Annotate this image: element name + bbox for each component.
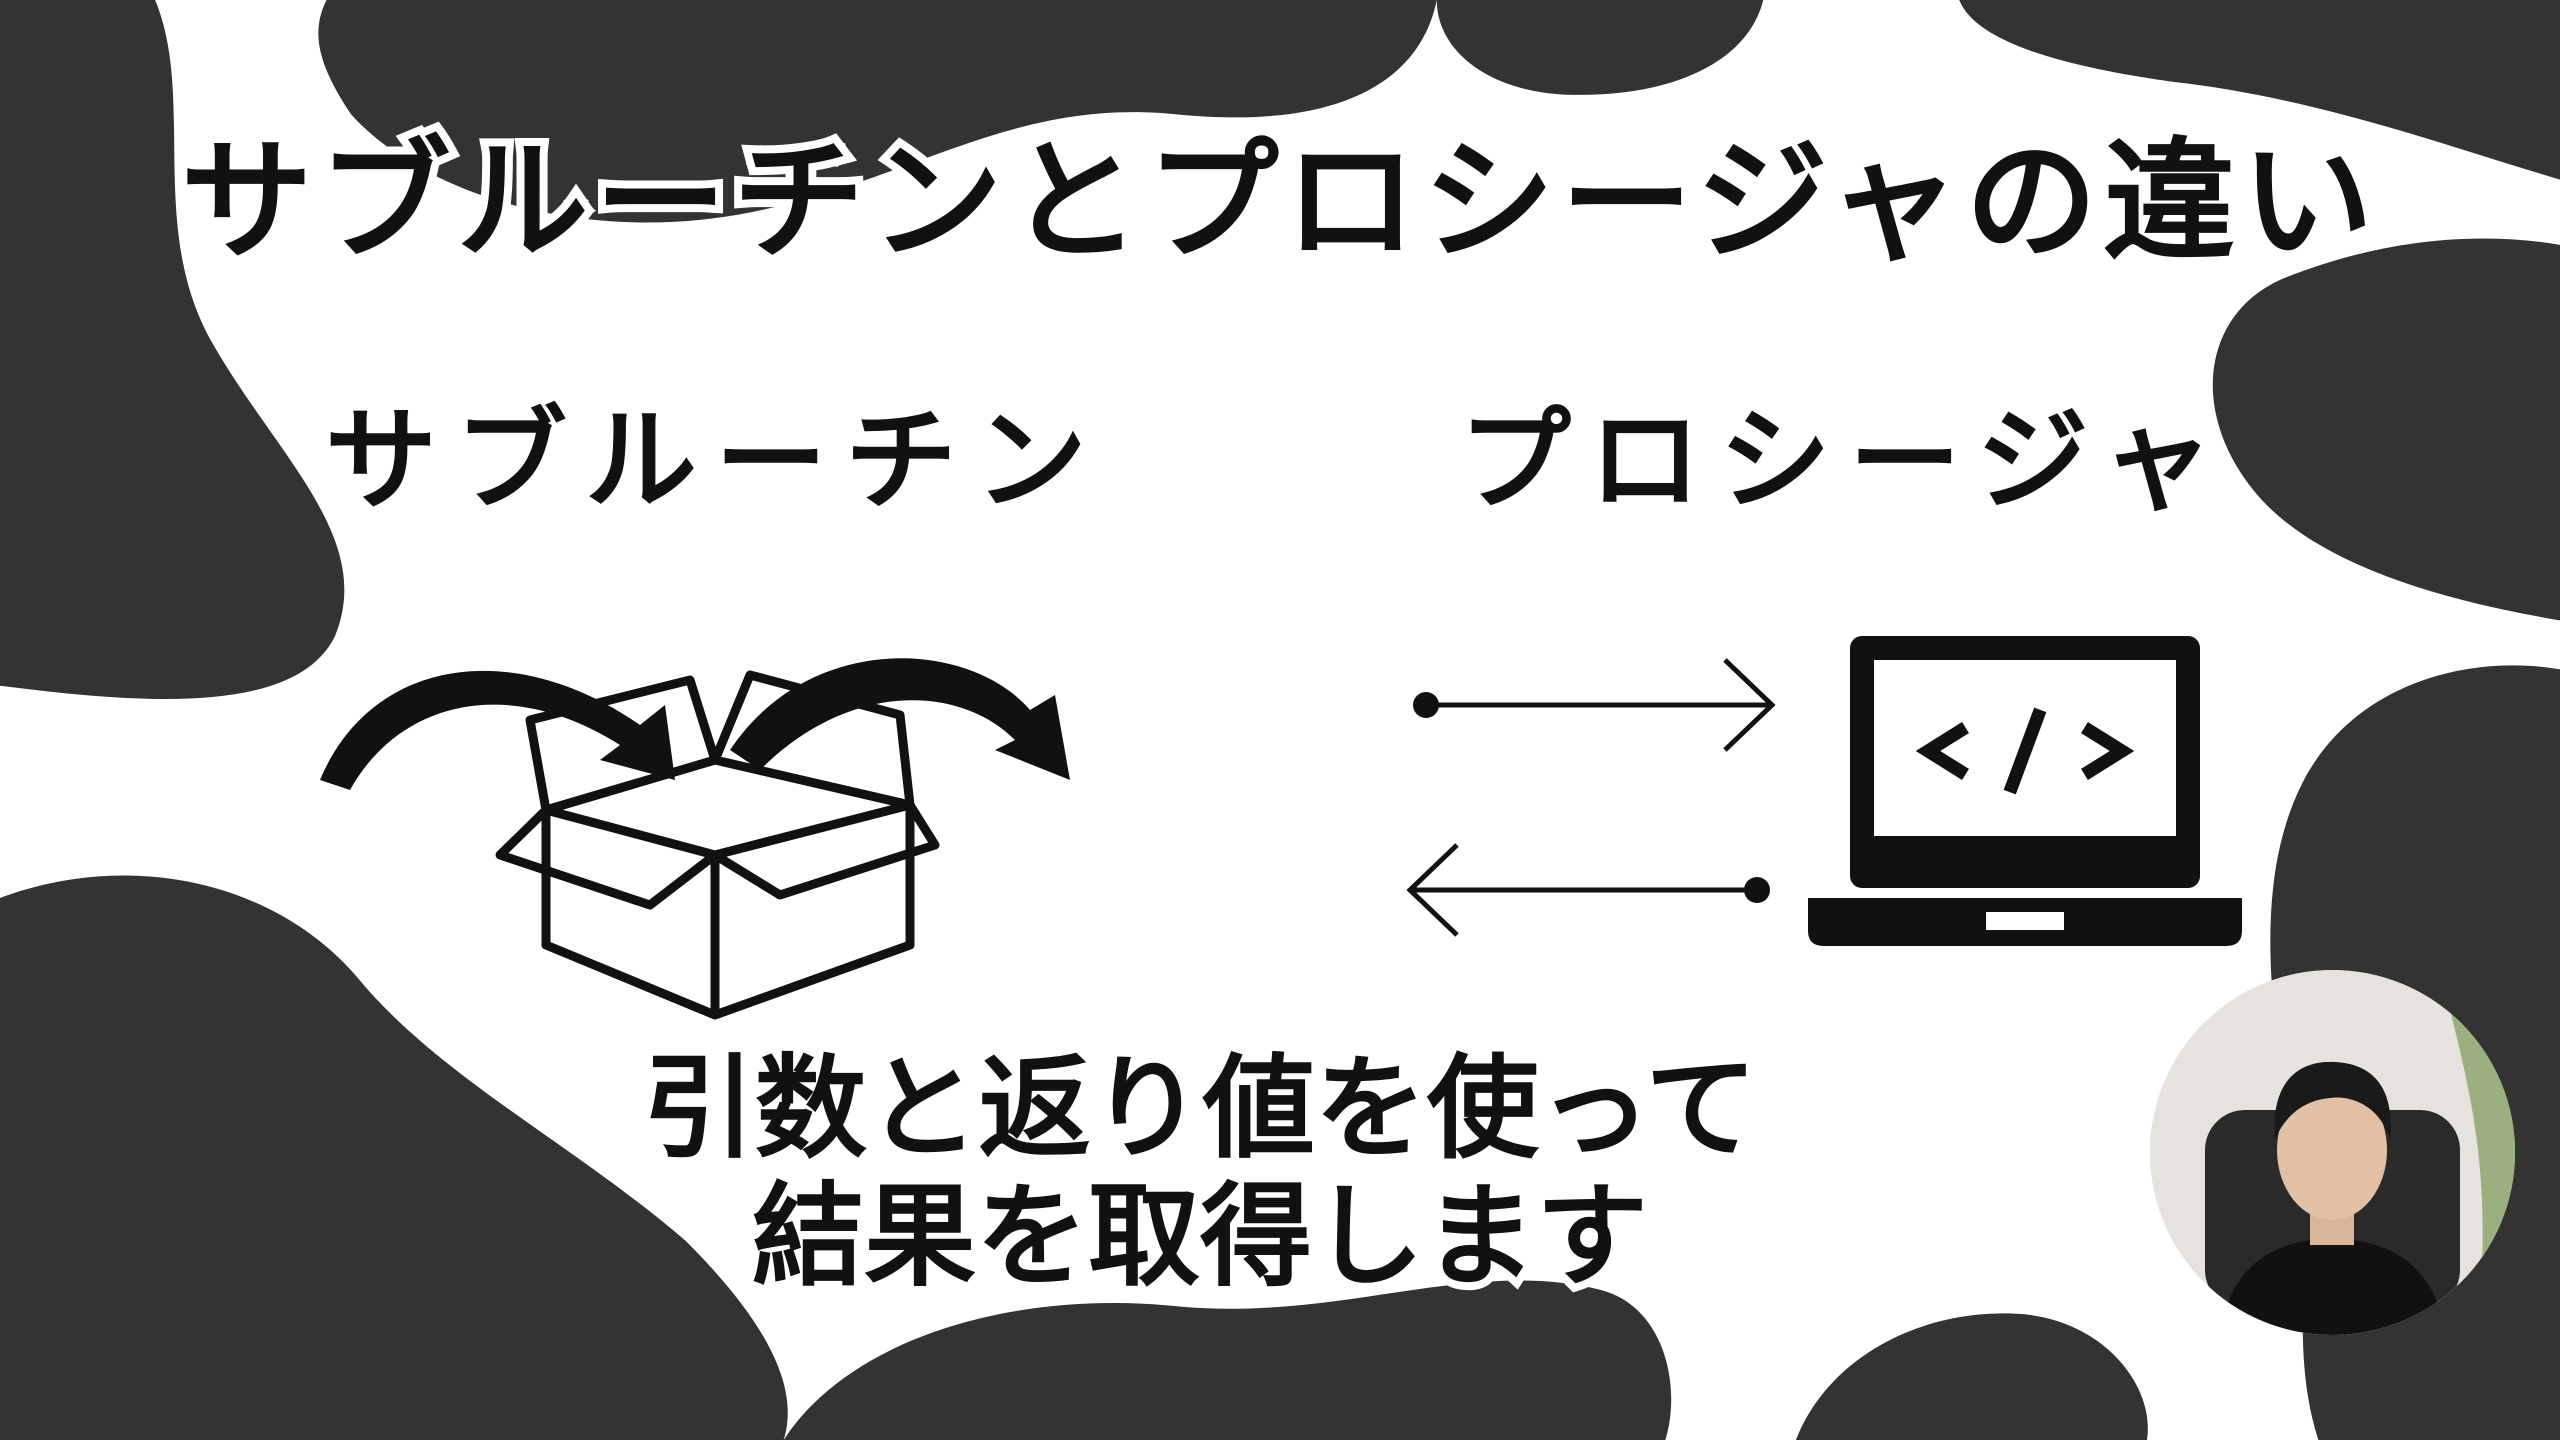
box-with-arrows-icon xyxy=(320,658,1070,1020)
caption-line-2: 結果を取得します xyxy=(744,1165,1656,1309)
caption-line-1: 引数と返り値を使って xyxy=(635,1037,1765,1181)
spot xyxy=(1795,1313,2148,1440)
page-title: サブルーチンとプロシージャの違い xyxy=(173,117,2382,287)
arrow-left-icon xyxy=(1406,843,1770,937)
presenter-avatar xyxy=(2150,970,2515,1335)
arrow-right-icon xyxy=(1413,658,1776,752)
arrow-out xyxy=(730,658,1070,780)
spot xyxy=(783,1280,1672,1440)
spot xyxy=(0,0,345,700)
spot xyxy=(1959,0,2560,180)
caption: 引数と返り値を使って 結果を取得します xyxy=(0,1037,2400,1309)
arrow-in xyxy=(320,670,675,790)
subroutine-label: サブルーチン xyxy=(317,388,1105,534)
spot xyxy=(1436,0,1764,95)
spot xyxy=(0,875,788,1440)
laptop-code-icon xyxy=(1808,636,2242,946)
procedure-label: プロシージャ xyxy=(1451,388,2232,534)
spot xyxy=(2212,238,2560,621)
spot xyxy=(318,0,1437,223)
